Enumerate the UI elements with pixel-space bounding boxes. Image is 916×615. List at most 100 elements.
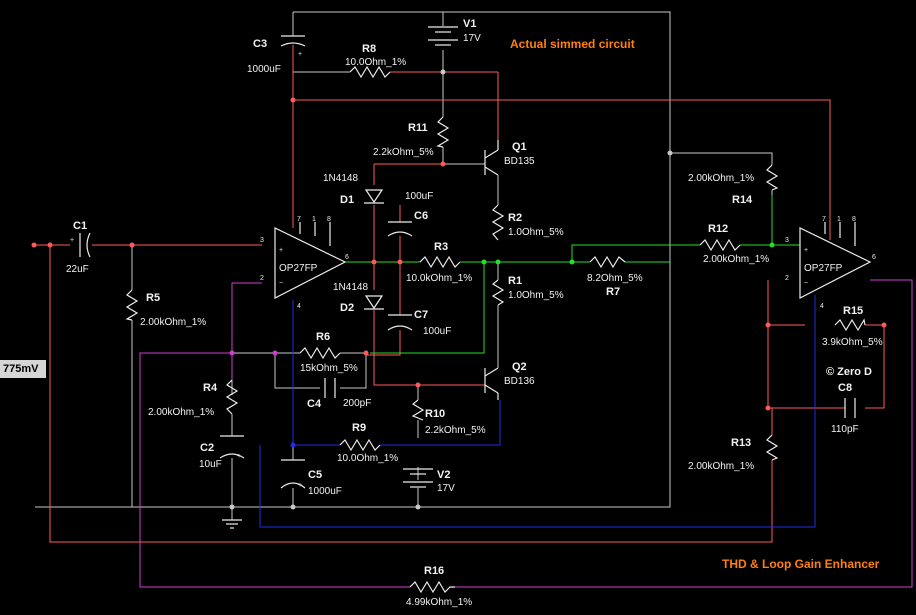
r8-label: R8 [362, 43, 376, 55]
u1-pin-1: 1 [312, 216, 316, 223]
r13-label: R13 [731, 437, 751, 449]
r14-value: 2.00kOhm_1% [688, 173, 754, 184]
opamp-u1-symbol: + − [274, 222, 347, 299]
u1-pin-2: 2 [260, 275, 264, 282]
d2-label: D2 [340, 302, 354, 314]
c7-value: 100uF [423, 326, 451, 337]
u2-pin-4: 4 [820, 303, 824, 310]
q1-value: BD135 [504, 156, 535, 167]
r9-label: R9 [352, 422, 366, 434]
capacitor-c1-symbol: + [70, 232, 91, 258]
resistor-r1-symbol [491, 279, 505, 306]
q1-label: Q1 [512, 141, 527, 153]
r13-value: 2.00kOhm_1% [688, 461, 754, 472]
diode-d1-symbol [364, 189, 384, 204]
voltage-probe-readout: 775mV [0, 360, 46, 378]
capacitor-c4-symbol [324, 378, 336, 398]
diode-d2-symbol [364, 295, 384, 310]
u1-pin-7: 7 [297, 216, 301, 223]
title-text: Actual simmed circuit [510, 37, 635, 51]
junction-dots [31, 69, 887, 510]
capacitor-c6-symbol [387, 221, 413, 237]
r14-label: R14 [732, 194, 753, 206]
c3-value: 1000uF [247, 64, 281, 75]
r16-label: R16 [424, 565, 444, 577]
capacitor-c8-symbol [844, 398, 856, 418]
c2-label: C2 [200, 442, 214, 454]
u2-value: OP27FP [804, 263, 843, 274]
r1-value: 1.0Ohm_5% [508, 290, 564, 301]
svg-text:+: + [237, 453, 241, 460]
u2-pin-3: 3 [785, 237, 789, 244]
svg-text:−: − [279, 280, 283, 287]
r16-value: 4.99kOhm_1% [406, 597, 472, 608]
c3-label: C3 [253, 38, 267, 50]
resistor-r14-symbol [765, 164, 779, 191]
c8-value: 110pF [831, 424, 859, 435]
r7-label: R7 [606, 286, 620, 298]
r11-value: 2.2kOhm_5% [373, 147, 434, 158]
v1-value: 17V [463, 33, 481, 44]
c7-label: C7 [414, 309, 428, 321]
resistor-r5-symbol [125, 289, 139, 321]
c5-value: 1000uF [308, 486, 342, 497]
r6-label: R6 [316, 331, 330, 343]
capacitor-c5-symbol: + [280, 459, 306, 489]
resistor-r3-symbol [419, 255, 461, 269]
svg-text:+: + [70, 237, 74, 244]
d1-label: D1 [340, 194, 354, 206]
r11-label: R11 [408, 122, 428, 134]
resistor-r6-symbol [299, 346, 341, 360]
r2-label: R2 [508, 212, 522, 224]
r5-value: 2.00kOhm_1% [140, 317, 206, 328]
svg-text:+: + [298, 51, 302, 58]
u2-pin-8: 8 [852, 216, 856, 223]
c1-value: 22uF [66, 264, 89, 275]
r15-value: 3.9kOhm_5% [822, 337, 883, 348]
u1-value: OP27FP [279, 263, 318, 274]
r15-label: R15 [843, 305, 863, 317]
resistor-r13-symbol [765, 434, 779, 461]
r10-label: R10 [425, 408, 445, 420]
u1-pin-8: 8 [327, 216, 331, 223]
r9-value: 10.0Ohm_1% [337, 453, 398, 464]
subtitle-text: THD & Loop Gain Enhancer [722, 557, 880, 571]
capacitor-c3-symbol: + [280, 35, 306, 58]
r6-value: 15kOhm_5% [300, 363, 358, 374]
u2-pin-6: 6 [872, 254, 876, 261]
r4-value: 2.00kOhm_1% [148, 407, 214, 418]
resistor-r8-symbol [349, 65, 391, 79]
v1-label: V1 [463, 18, 476, 30]
svg-text:−: − [804, 280, 808, 287]
resistor-r7-symbol [589, 255, 626, 269]
r8-value: 10.0Ohm_1% [345, 57, 406, 68]
resistor-r9-symbol [339, 438, 381, 452]
svg-text:+: + [298, 482, 302, 489]
ground-symbol [222, 519, 242, 529]
capacitor-c7-symbol [387, 314, 413, 331]
resistor-r2-symbol [491, 204, 505, 241]
r7-value: 8.2Ohm_5% [587, 273, 643, 284]
v2-label: V2 [437, 469, 450, 481]
r3-label: R3 [434, 241, 448, 253]
copyright-text: © Zero D [826, 366, 872, 378]
magenta-wires [139, 279, 913, 588]
resistor-r12-symbol [699, 238, 741, 252]
gray-wires [35, 11, 773, 520]
resistor-r4-symbol [225, 379, 239, 415]
resistor-r15-symbol [834, 318, 866, 332]
c8-label: C8 [838, 382, 852, 394]
c6-label: C6 [414, 210, 428, 222]
q2-value: BD136 [504, 376, 535, 387]
battery-v1-symbol [428, 26, 458, 46]
u2-pin-1: 1 [837, 216, 841, 223]
q2-label: Q2 [512, 361, 527, 373]
resistor-r11-symbol [436, 116, 450, 148]
u1-pin-3: 3 [260, 237, 264, 244]
red-wires [35, 45, 885, 543]
blue-wires [259, 295, 816, 528]
resistor-r10-symbol [411, 399, 425, 421]
u2-pin-2: 2 [785, 275, 789, 282]
svg-text:+: + [279, 247, 283, 254]
